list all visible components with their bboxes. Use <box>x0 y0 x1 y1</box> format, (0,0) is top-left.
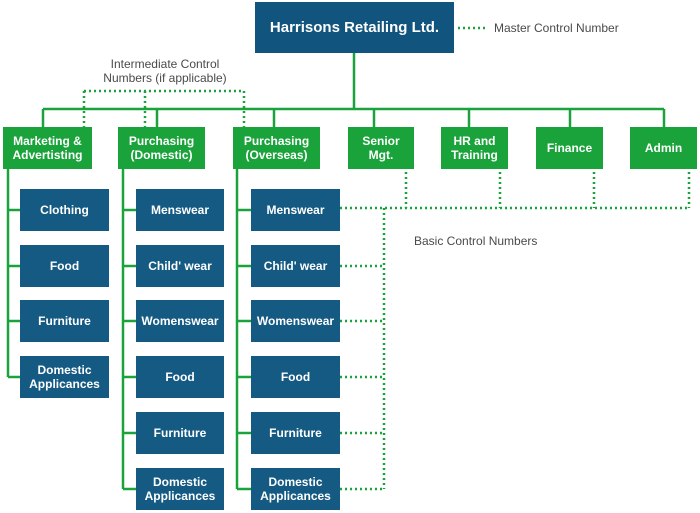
unit-box: Womenswear <box>136 300 224 342</box>
intermediate-control-label: Intermediate Control Numbers (if applica… <box>103 57 227 85</box>
dept-senior-mgt: Senior Mgt. <box>348 127 414 169</box>
master-control-label: Master Control Number <box>494 21 619 35</box>
basic-control-label: Basic Control Numbers <box>414 234 538 248</box>
unit-box: Menswear <box>251 189 340 231</box>
unit-box: Furniture <box>251 412 340 454</box>
unit-box: Food <box>20 245 109 287</box>
dept-admin: Admin <box>630 127 697 169</box>
dept-marketing: Marketing & Advertisting <box>3 127 92 169</box>
unit-box: Menswear <box>136 189 224 231</box>
dept-purchasing-domestic: Purchasing (Domestic) <box>118 127 205 169</box>
unit-box: Domestic Applicances <box>20 356 109 398</box>
dept-purchasing-overseas: Purchasing (Overseas) <box>233 127 320 169</box>
dept-finance: Finance <box>536 127 603 169</box>
unit-box: Furniture <box>136 412 224 454</box>
unit-box: Domestic Applicances <box>136 468 224 510</box>
company-box: Harrisons Retailing Ltd. <box>255 2 454 53</box>
unit-box: Domestic Applicances <box>251 468 340 510</box>
unit-box: Food <box>251 356 340 398</box>
unit-box: Child' wear <box>251 245 340 287</box>
dept-hr-training: HR and Training <box>441 127 508 169</box>
unit-box: Clothing <box>20 189 109 231</box>
unit-box: Food <box>136 356 224 398</box>
unit-box: Furniture <box>20 300 109 342</box>
unit-box: Child' wear <box>136 245 224 287</box>
unit-box: Womenswear <box>251 300 340 342</box>
